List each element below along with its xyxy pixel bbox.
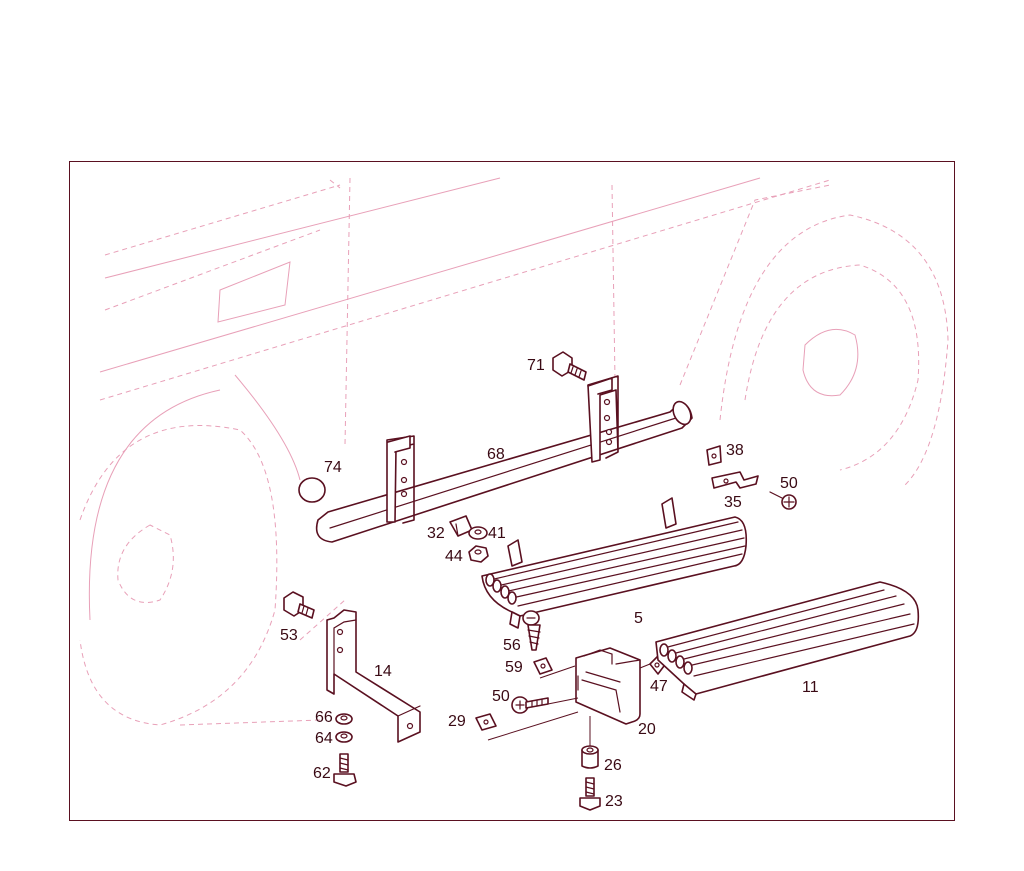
callout-50-bottom: 50	[492, 688, 510, 705]
callout-29: 29	[448, 713, 466, 730]
support-bracket-part-14	[326, 609, 421, 743]
bolt-part-53	[283, 591, 315, 619]
screw-part-50-top	[769, 491, 797, 510]
callout-68: 68	[487, 446, 505, 463]
bracket-part-35	[711, 471, 759, 489]
callout-5: 5	[634, 610, 643, 627]
callout-53: 53	[280, 627, 298, 644]
bolt-part-62	[333, 753, 357, 787]
end-cap-part-74	[298, 477, 326, 503]
washer-part-41	[468, 526, 488, 540]
callout-11: 11	[802, 679, 819, 696]
callout-41: 41	[488, 525, 506, 542]
running-board-part-5	[481, 497, 748, 629]
callout-50-top: 50	[780, 475, 798, 492]
callout-20: 20	[638, 721, 656, 738]
callout-66: 66	[315, 709, 333, 726]
diagram-frame	[69, 161, 955, 821]
bolt-part-23	[579, 777, 601, 811]
screw-part-56	[522, 610, 541, 651]
callout-74: 74	[324, 459, 342, 476]
clip-part-38	[706, 445, 722, 466]
bolt-part-71	[552, 351, 587, 381]
tube-step-part-68	[315, 375, 693, 543]
screw-part-50-bottom	[511, 696, 549, 714]
callout-38: 38	[726, 442, 744, 459]
callout-labels: 71 68 74 38 35 50 32 41 44 5 53 56 14 59…	[280, 357, 819, 810]
callout-71: 71	[527, 357, 545, 374]
callout-26: 26	[604, 757, 622, 774]
callout-47: 47	[650, 678, 668, 695]
leader-lines	[487, 663, 651, 746]
nut-part-44	[468, 545, 489, 563]
callout-64: 64	[315, 730, 333, 747]
callout-23: 23	[605, 793, 623, 810]
spacer-part-26	[581, 745, 599, 769]
callout-14: 14	[374, 663, 392, 680]
callout-44: 44	[445, 548, 463, 565]
running-board-part-11	[655, 581, 920, 701]
callout-59: 59	[505, 659, 523, 676]
nut-part-59	[533, 657, 553, 675]
callout-62: 62	[313, 765, 331, 782]
end-block-part-20	[575, 647, 641, 725]
callout-56: 56	[503, 637, 521, 654]
callout-35: 35	[724, 494, 742, 511]
vehicle-ghost-outline	[79, 177, 949, 726]
nut-part-29	[475, 713, 497, 731]
callout-32: 32	[427, 525, 445, 542]
washer-part-64	[335, 731, 353, 743]
washer-part-66	[335, 713, 353, 725]
